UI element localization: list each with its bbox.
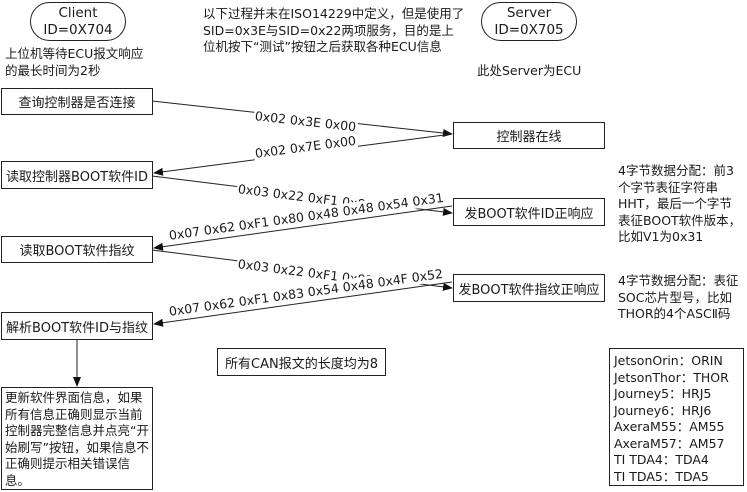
server-header: Server ID=0X705: [481, 2, 577, 41]
can-length-note: 所有CAN报文的长度均为8: [217, 348, 386, 376]
server-step-label: 控制器在线: [496, 130, 562, 145]
server-step-label: 发BOOT软件指纹正响应: [458, 282, 600, 298]
message-arrow-6: [153, 281, 453, 327]
client-step-read-boot-id: 读取控制器BOOT软件ID: [1, 161, 153, 189]
server-is-ecu-note: 此处Server为ECU: [477, 63, 582, 78]
fingerprint-format-note: 4字节数据分配：表征SOC芯片型号，比如THOR的4个ASCⅡ码: [618, 273, 739, 321]
client-header: Client ID=0X704: [30, 2, 126, 41]
client-step-label: 读取控制器BOOT软件ID: [6, 169, 148, 185]
client-step-label: 更新软件界面信息，如果所有信息正确则显示当前控制器完整信息并点亮“开始刷写”按钮…: [5, 390, 149, 488]
message-arrow-4: [153, 205, 453, 251]
client-step-query-connection: 查询控制器是否连接: [1, 88, 153, 115]
client-step-label: 读取BOOT软件指纹: [19, 244, 135, 259]
client-step-parse: 解析BOOT软件ID与指纹: [1, 312, 153, 340]
header-note: 以下过程并未在ISO14229中定义，但是使用了SID=0x3E与SID=0x2…: [203, 6, 465, 54]
can-length-label: 所有CAN报文的长度均为8: [225, 356, 378, 372]
server-name: Server: [506, 4, 552, 21]
client-step-label: 查询控制器是否连接: [18, 96, 136, 111]
client-step-update-ui: 更新软件界面信息，如果所有信息正确则显示当前控制器完整信息并点亮“开始刷写”按钮…: [1, 387, 153, 490]
client-name: Client: [58, 4, 98, 21]
client-step-read-fingerprint: 读取BOOT软件指纹: [1, 236, 153, 263]
soc-code-item: AxeraM57：AM57: [614, 435, 725, 451]
server-step-fingerprint-response: 发BOOT软件指纹正响应: [453, 274, 605, 302]
server-step-online: 控制器在线: [453, 122, 605, 149]
boot-id-format-note: 4字节数据分配：前3个字节表征字符串HHT，最后一个字节表征BOOT软件版本，比…: [618, 163, 742, 244]
client-step-label: 解析BOOT软件ID与指纹: [6, 320, 148, 336]
soc-code-item: JetsonOrin：ORIN: [614, 353, 723, 368]
client-timeout-note: 上位机等待ECU报文响应的最长时间为2秒: [5, 46, 144, 78]
soc-code-list: JetsonOrin：ORIN JetsonThor：THOR Journey5…: [609, 348, 744, 486]
server-step-label: 发BOOT软件ID正响应: [464, 206, 594, 222]
soc-code-item: TI TDA4：TDA4: [614, 452, 709, 467]
soc-code-item: TI TDA5：TDA5: [614, 468, 709, 484]
soc-code-item: AxeraM55：AM55: [614, 419, 725, 434]
soc-code-item: Journey6：HRJ6: [614, 402, 712, 418]
soc-code-item: Journey5：HRJ5: [614, 386, 712, 401]
client-id: ID=0X704: [43, 21, 113, 38]
server-step-boot-id-response: 发BOOT软件ID正响应: [453, 198, 605, 226]
soc-code-item: JetsonThor：THOR: [614, 369, 729, 385]
server-id: ID=0X705: [494, 21, 564, 38]
